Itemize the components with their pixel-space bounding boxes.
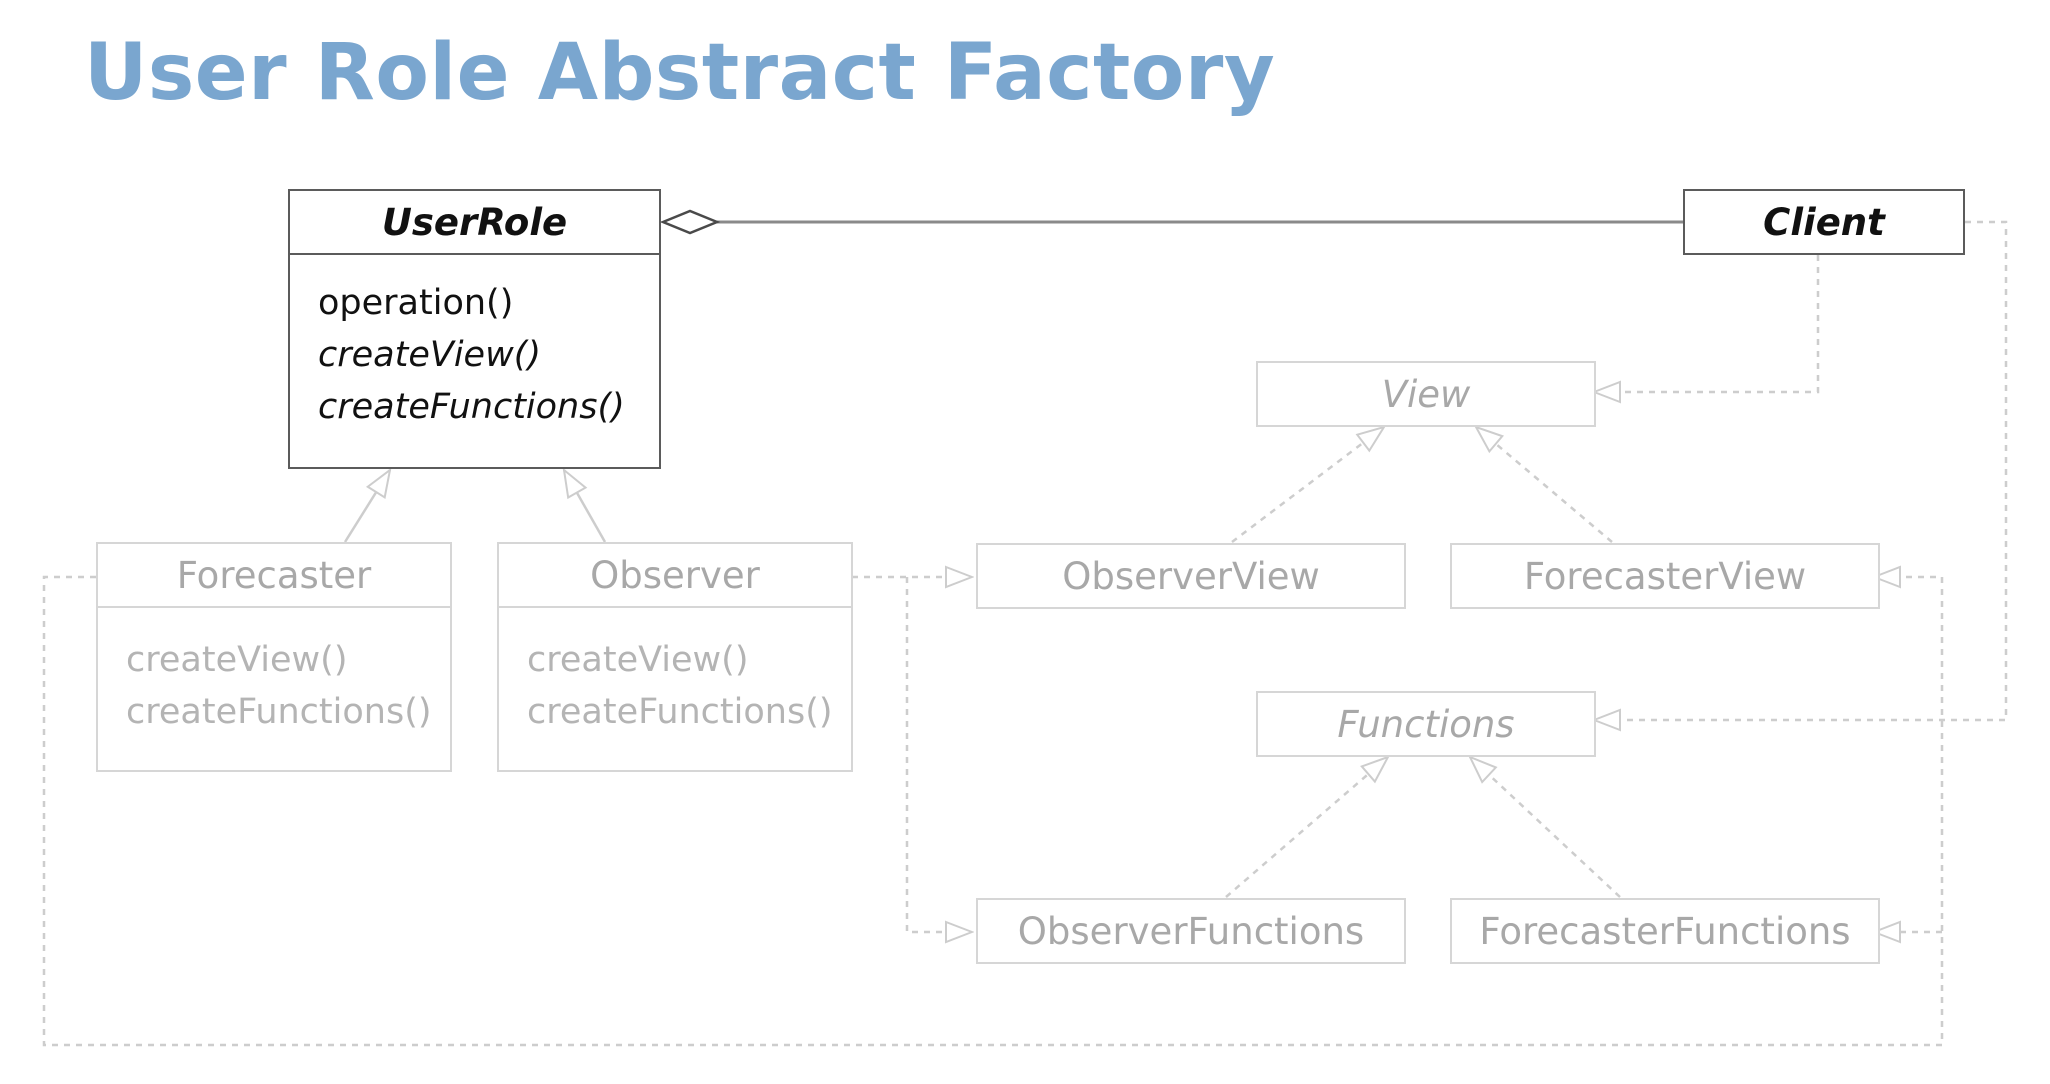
forecaster-generalization — [343, 470, 390, 543]
observer-generalization — [564, 470, 607, 543]
userrole-operations: operation() createView() createFunctions… — [290, 255, 659, 433]
observerview-class: ObserverView — [976, 543, 1406, 609]
observerview-name: ObserverView — [1062, 554, 1320, 598]
userrole-operation: operation() — [318, 283, 514, 323]
forecasterview-class: ForecasterView — [1450, 543, 1880, 609]
forecaster-name: Forecaster — [98, 544, 450, 608]
observerview-realization — [1231, 427, 1384, 543]
observer-name: Observer — [499, 544, 851, 608]
client-class: Client — [1683, 189, 1965, 255]
forecaster-createfunctions: createFunctions() — [126, 692, 432, 732]
view-name: View — [1381, 372, 1471, 416]
forecaster-forecasterview-dependency — [42, 577, 1944, 1047]
observer-observerfunctions-dependency — [905, 577, 972, 932]
userrole-createfunctions: createFunctions() — [318, 387, 625, 427]
client-view-dependency — [1594, 255, 1820, 392]
observerfunctions-name: ObserverFunctions — [1017, 909, 1365, 953]
forecaster-createview: createView() — [126, 640, 348, 680]
userrole-class: UserRole operation() createView() create… — [288, 189, 661, 469]
client-name: Client — [1763, 200, 1885, 244]
userrole-createview: createView() — [318, 335, 542, 375]
observer-operations: createView() createFunctions() — [499, 608, 851, 738]
forecaster-class: Forecaster createView() createFunctions(… — [96, 542, 452, 772]
forecaster-operations: createView() createFunctions() — [98, 608, 450, 738]
observer-class: Observer createView() createFunctions() — [497, 542, 853, 772]
client-functions-dependency — [1594, 220, 2008, 720]
observer-createfunctions: createFunctions() — [527, 692, 833, 732]
forecasterview-name: ForecasterView — [1523, 554, 1807, 598]
forecasterfunctions-name: ForecasterFunctions — [1479, 909, 1851, 953]
functions-class: Functions — [1256, 691, 1596, 757]
observerfunctions-class: ObserverFunctions — [976, 898, 1406, 964]
observer-createview: createView() — [527, 640, 749, 680]
observerfunctions-realization — [1225, 757, 1388, 898]
userrole-name: UserRole — [290, 191, 659, 255]
slide-title: User Role Abstract Factory — [84, 28, 1276, 118]
forecasterfunctions-realization — [1470, 757, 1621, 898]
forecasterfunctions-class: ForecasterFunctions — [1450, 898, 1880, 964]
functions-name: Functions — [1337, 702, 1515, 746]
view-class: View — [1256, 361, 1596, 427]
forecasterview-realization — [1476, 427, 1613, 543]
aggregation-diamond-icon — [659, 209, 721, 235]
